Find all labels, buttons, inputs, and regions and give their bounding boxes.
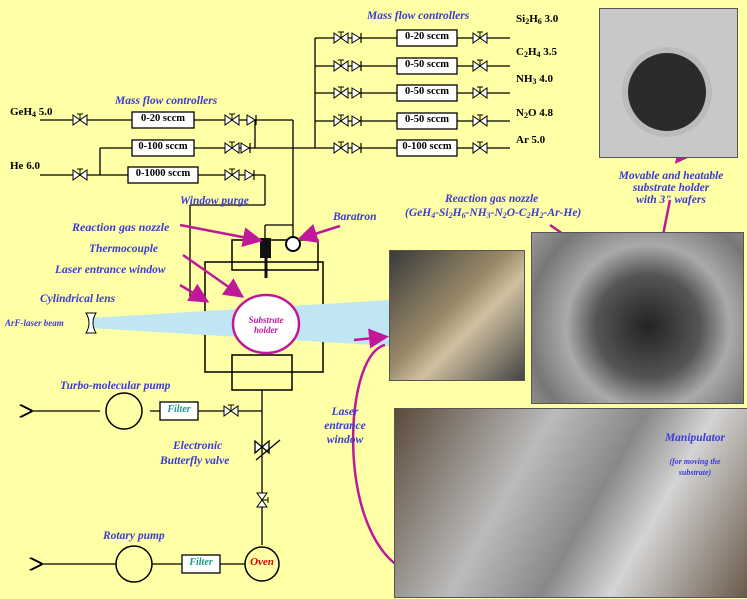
laser-entrance-window-label: Laser entrance window (55, 264, 166, 276)
wafer-icon (622, 47, 712, 137)
rotary-pump-icon (116, 546, 152, 582)
nozzle-icon (260, 238, 271, 258)
gas-label: Ar 5.0 (516, 134, 545, 146)
mfc-range: 0-50 sccm (397, 59, 457, 70)
gas-label: He 6.0 (10, 160, 40, 172)
mfc-range: 0-50 sccm (397, 86, 457, 97)
arf-beam-label: ArF-laser beam (5, 318, 64, 328)
window-purge-label: Window purge (180, 195, 249, 207)
gas-label: N2O 4.8 (516, 107, 553, 120)
mfc-title-top: Mass flow controllers (367, 10, 469, 22)
butterfly-valve-label: Electronic (173, 440, 222, 452)
cylindrical-lens-label: Cylindrical lens (40, 293, 115, 305)
mfc-range: 0-50 sccm (397, 114, 457, 125)
gas-label: GeH4 5.0 (10, 106, 53, 119)
butterfly-valve-label: Butterfly valve (160, 455, 229, 467)
laser-entrance-window-label-right: Laser entrance window (315, 405, 375, 447)
oven-label: Oven (247, 556, 277, 568)
reaction-gas-nozzle-label: Reaction gas nozzle (72, 220, 169, 235)
filter-label-bottom: Filter (182, 557, 220, 568)
mfc-title-left: Mass flow controllers (115, 95, 217, 107)
mfc-range: 0-1000 sccm (128, 168, 198, 179)
gas-label: Si2H6 3.0 (516, 13, 558, 26)
filter-label-top: Filter (160, 404, 198, 415)
substrate-holder-desc: Movable and heatable substrate holder wi… (600, 170, 742, 206)
manipulator-note: (for moving the substrate) (650, 456, 740, 478)
manipulator-label: Manipulator (650, 432, 740, 444)
photo-substrate-holder (599, 8, 738, 158)
substrate-holder-label: Substrate holder (238, 315, 294, 335)
baratron-icon (286, 237, 300, 251)
rotary-pump-label: Rotary pump (103, 530, 165, 542)
gas-label: NH3 4.0 (516, 73, 553, 86)
photo-chamber-exterior (389, 250, 525, 381)
mfc-range: 0-20 sccm (397, 31, 457, 42)
reaction-gas-nozzle-label-right: Reaction gas nozzle (445, 193, 538, 205)
gas-mix-label: (GeH4-Si2H6-NH3-N2O-C2H2-Ar-He) (405, 207, 581, 220)
mfc-range: 0-100 sccm (132, 141, 194, 152)
thermocouple-label: Thermocouple (89, 243, 158, 255)
photo-chamber-interior (531, 232, 744, 404)
gas-label: C2H4 3.5 (516, 46, 557, 59)
turbo-pump-icon (106, 393, 142, 429)
baratron-label: Baratron (333, 211, 376, 223)
turbo-pump-label: Turbo-molecular pump (60, 380, 170, 392)
butterfly-valve-icon (255, 440, 280, 460)
mfc-range: 0-20 sccm (132, 113, 194, 124)
mfc-range: 0-100 sccm (397, 141, 457, 152)
